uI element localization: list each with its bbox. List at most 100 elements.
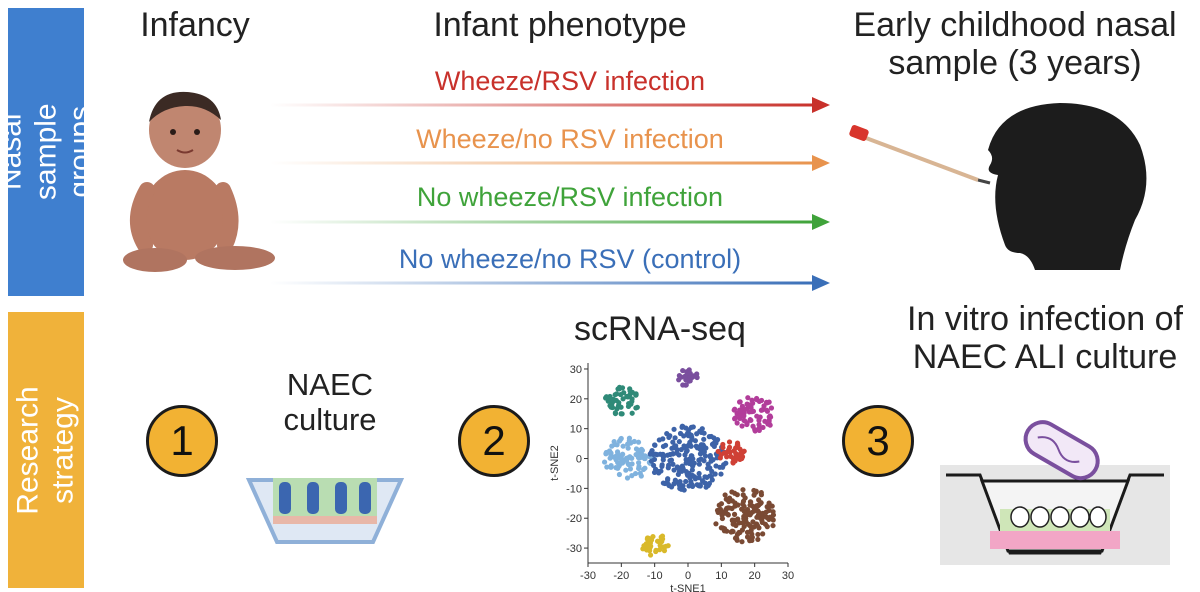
tsne-point-cluster-1 — [603, 395, 609, 401]
tsne-point-cluster-5 — [709, 477, 715, 483]
group-arrow-line — [270, 161, 815, 165]
group-arrow-line — [270, 220, 815, 224]
y-tick-label: 0 — [576, 454, 582, 466]
tsne-point-cluster-4 — [637, 470, 643, 476]
tsne-point-cluster-5 — [665, 477, 671, 483]
tsne-point-cluster-7 — [741, 508, 747, 515]
tsne-point-cluster-8 — [647, 547, 653, 554]
tsne-point-cluster-5 — [676, 439, 682, 445]
tsne-point-cluster-4 — [617, 455, 624, 461]
step-1-label: NAEC culture — [283, 367, 377, 437]
tsne-point-cluster-7 — [724, 528, 730, 534]
tsne-point-cluster-7 — [749, 534, 755, 540]
tsne-point-cluster-5 — [670, 461, 676, 467]
tsne-point-cluster-3 — [737, 399, 743, 405]
tsne-point-cluster-3 — [756, 422, 762, 428]
tsne-point-cluster-4 — [625, 445, 631, 451]
x-tick-label: 0 — [685, 570, 691, 582]
tsne-point-cluster-8 — [659, 536, 666, 542]
early-childhood-header: Early childhood nasal sample (3 years) — [853, 6, 1177, 83]
tsne-point-cluster-6 — [726, 439, 733, 445]
tsne-point-cluster-4 — [636, 465, 642, 472]
y-tick-label: 10 — [570, 424, 582, 436]
tsne-point-cluster-1 — [616, 399, 622, 406]
tsne-point-cluster-4 — [629, 473, 635, 479]
tsne-point-cluster-5 — [697, 451, 704, 457]
tsne-point-cluster-4 — [601, 459, 608, 465]
tsne-point-cluster-7 — [730, 521, 736, 527]
tsne-point-cluster-3 — [767, 414, 774, 420]
tsne-point-cluster-2 — [683, 382, 689, 388]
tsne-point-cluster-3 — [749, 409, 755, 415]
tsne-point-cluster-5 — [701, 436, 707, 442]
tsne-point-cluster-5 — [706, 434, 712, 440]
swab-stick — [857, 133, 979, 182]
tsne-point-cluster-7 — [758, 489, 764, 496]
tsne-point-cluster-7 — [736, 520, 742, 526]
tsne-point-cluster-4 — [618, 435, 624, 442]
tsne-point-cluster-4 — [642, 465, 648, 471]
tsne-point-cluster-8 — [654, 538, 661, 544]
tsne-point-cluster-3 — [731, 407, 737, 413]
y-tick-label: -20 — [566, 513, 582, 525]
tsne-point-cluster-5 — [696, 470, 702, 477]
tsne-point-cluster-5 — [701, 449, 707, 455]
tsne-point-cluster-5 — [699, 478, 706, 484]
tsne-point-cluster-5 — [706, 480, 713, 487]
tsne-point-cluster-3 — [761, 403, 767, 409]
ali-culture-infection-illustration — [940, 420, 1170, 565]
tsne-point-cluster-5 — [662, 480, 668, 487]
tsne-point-cluster-7 — [749, 510, 755, 516]
tsne-point-cluster-5 — [667, 451, 673, 458]
step-3-label: In vitro infection of NAEC ALI culture — [907, 300, 1183, 377]
tsne-point-cluster-6 — [734, 453, 740, 459]
tsne-point-cluster-4 — [618, 460, 625, 466]
tsne-point-cluster-4 — [606, 448, 613, 454]
tsne-point-cluster-5 — [684, 471, 690, 477]
tsne-point-cluster-6 — [724, 454, 730, 460]
tsne-point-cluster-7 — [739, 539, 745, 545]
x-tick-label: 30 — [782, 570, 794, 582]
tsne-point-cluster-3 — [760, 424, 766, 431]
tsne-point-cluster-6 — [734, 444, 740, 450]
tsne-point-cluster-5 — [718, 471, 724, 477]
tsne-point-cluster-8 — [648, 543, 654, 549]
tsne-point-cluster-3 — [732, 416, 738, 422]
tsne-point-cluster-5 — [659, 462, 665, 468]
tsne-point-cluster-7 — [745, 521, 752, 528]
tsne-point-cluster-4 — [614, 442, 620, 448]
tsne-point-cluster-5 — [658, 468, 664, 474]
tsne-point-cluster-7 — [755, 536, 761, 543]
tsne-point-cluster-7 — [740, 487, 746, 493]
tsne-point-cluster-5 — [696, 461, 702, 467]
tsne-point-cluster-7 — [755, 531, 761, 538]
group-arrow-line — [270, 103, 815, 107]
tsne-point-cluster-3 — [741, 413, 747, 419]
tsne-point-cluster-1 — [612, 410, 619, 417]
tsne-point-cluster-5 — [693, 443, 699, 449]
tsne-point-cluster-7 — [741, 503, 747, 509]
tsne-point-cluster-5 — [671, 443, 678, 450]
tsne-point-cluster-1 — [621, 390, 627, 396]
tsne-point-cluster-6 — [727, 449, 733, 456]
step-3-badge: 3 — [842, 405, 914, 477]
tsne-point-cluster-4 — [635, 454, 642, 461]
tsne-point-cluster-3 — [739, 423, 745, 429]
tsne-point-cluster-4 — [616, 471, 623, 478]
group-arrow-head — [812, 155, 830, 171]
tsne-point-cluster-3 — [754, 413, 760, 419]
tsne-point-cluster-3 — [756, 425, 762, 431]
tsne-point-cluster-7 — [760, 531, 766, 537]
tsne-point-cluster-6 — [730, 460, 736, 466]
infancy-header: Infancy — [140, 6, 250, 44]
tsne-point-cluster-5 — [713, 463, 719, 469]
tsne-point-cluster-2 — [676, 373, 682, 379]
tsne-point-cluster-5 — [666, 434, 672, 441]
tsne-point-cluster-6 — [726, 444, 733, 450]
tsne-point-cluster-3 — [758, 397, 765, 404]
tsne-point-cluster-5 — [682, 452, 688, 458]
tsne-point-cluster-5 — [697, 482, 703, 488]
research-strategy-box: Research strategy — [8, 312, 84, 588]
y-axis-label: t-SNE2 — [549, 445, 561, 480]
